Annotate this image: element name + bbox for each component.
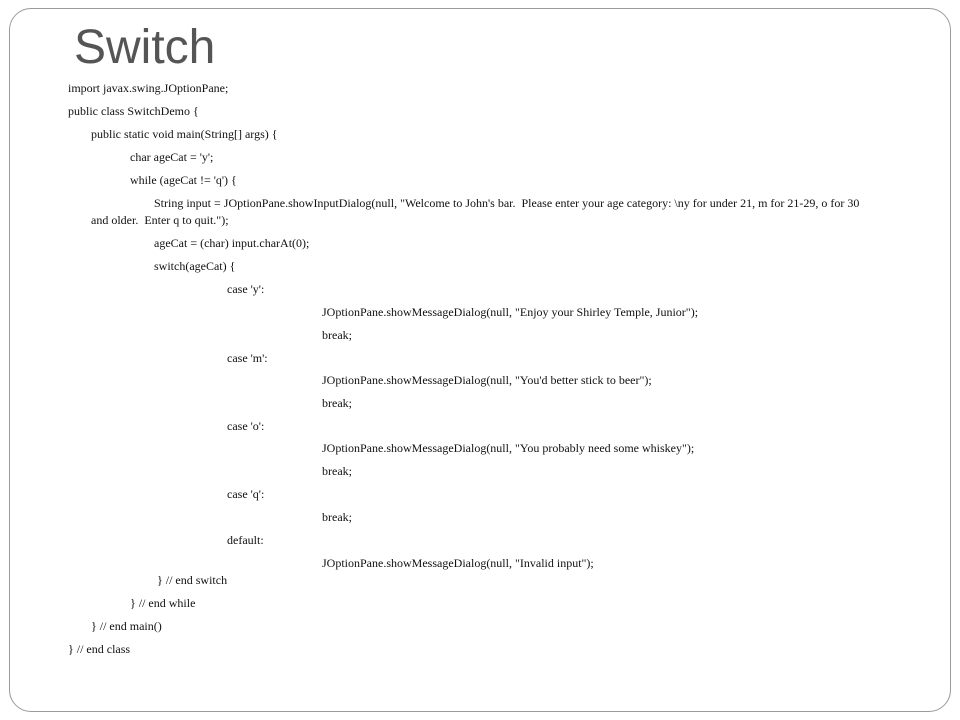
code-line-input-dialog: String input = JOptionPane.showInputDial… <box>154 196 860 210</box>
code-line-default: default: <box>227 533 264 547</box>
code-line-case-y: case 'y': <box>227 282 265 296</box>
code-line-case-q: case 'q': <box>227 487 265 501</box>
code-line-end-class: } // end class <box>68 642 131 656</box>
code-line-break-y: break; <box>322 328 352 342</box>
code-line-case-m: case 'm': <box>227 351 268 365</box>
code-line-main: public static void main(String[] args) { <box>91 127 278 141</box>
slide-frame <box>9 8 951 712</box>
code-line-message-default: JOptionPane.showMessageDialog(null, "Inv… <box>322 556 594 570</box>
code-line-charat: ageCat = (char) input.charAt(0); <box>154 236 310 250</box>
code-line-break-q: break; <box>322 510 352 524</box>
code-line-message-m: JOptionPane.showMessageDialog(null, "You… <box>322 373 652 387</box>
code-line-char-decl: char ageCat = 'y'; <box>130 150 214 164</box>
code-line-case-o: case 'o': <box>227 419 265 433</box>
code-line-import: import javax.swing.JOptionPane; <box>68 81 229 95</box>
code-line-while: while (ageCat != 'q') { <box>130 173 237 187</box>
code-line-break-o: break; <box>322 464 352 478</box>
slide-title: Switch <box>74 21 216 74</box>
code-line-switch: switch(ageCat) { <box>154 259 236 273</box>
code-line-end-while: } // end while <box>130 596 196 610</box>
code-line-message-o: JOptionPane.showMessageDialog(null, "You… <box>322 441 695 455</box>
code-line-end-switch: } // end switch <box>157 573 228 587</box>
code-line-message-y: JOptionPane.showMessageDialog(null, "Enj… <box>322 305 699 319</box>
code-line-input-dialog-continued: and older. Enter q to quit."); <box>91 213 229 227</box>
code-line-break-m: break; <box>322 396 352 410</box>
code-line-class: public class SwitchDemo { <box>68 104 199 118</box>
code-line-end-main: } // end main() <box>91 619 162 633</box>
